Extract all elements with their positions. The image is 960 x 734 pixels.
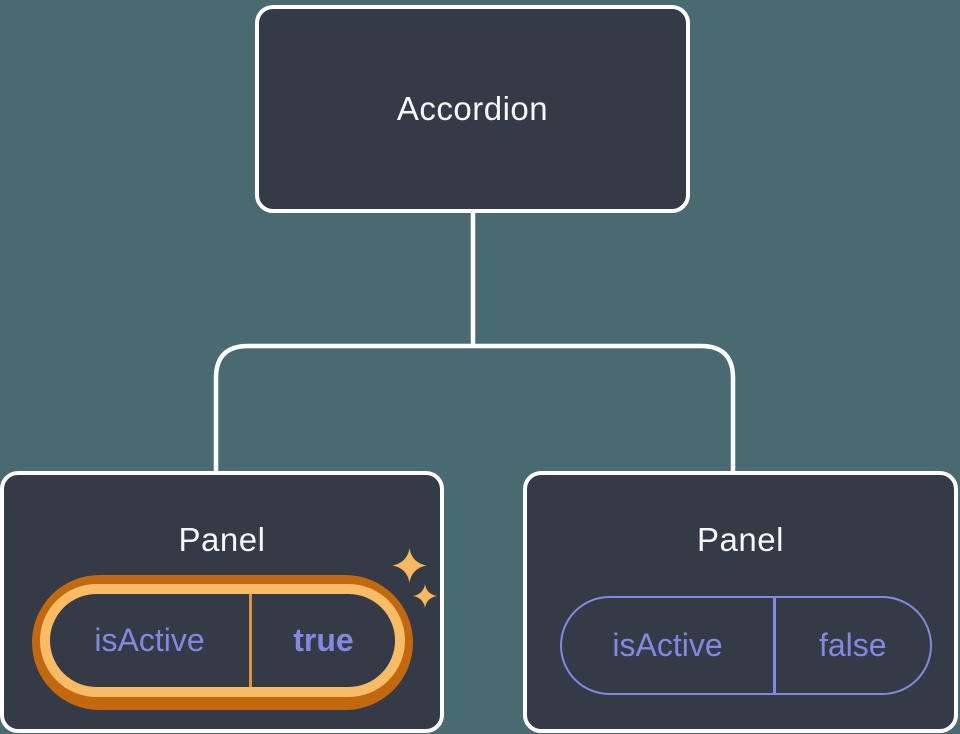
sparkles-icon [392,548,427,583]
panel-node-inactive: Panel isActive false [523,471,958,733]
state-pill-inactive: isActive false [560,596,932,695]
state-prop-name: isActive [94,622,205,658]
panel-node-active: Panel isActive true [0,471,444,733]
pill-divider [249,594,252,687]
accordion-node: Accordion [255,5,690,213]
accordion-node-label: Accordion [396,90,549,127]
state-pill-active: isActive true [32,575,413,710]
state-prop-value: false [818,627,887,663]
state-prop-value: true [293,622,354,658]
state-pill-active-inner: isActive true [40,584,405,697]
panel-node-label: Panel [697,521,784,558]
sparkles-icon [413,584,437,608]
panel-node-label: Panel [178,521,266,558]
state-prop-name: isActive [612,627,723,663]
pill-divider [773,598,776,693]
